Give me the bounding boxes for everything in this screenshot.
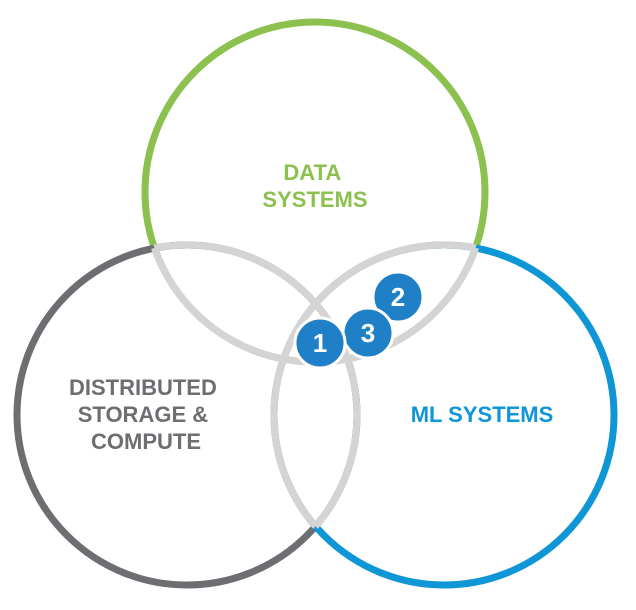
- data-systems-label-line1: DATA: [283, 160, 341, 185]
- distributed-label-line3: COMPUTE: [91, 429, 201, 454]
- overlap-arc-ml-in-dist: [270, 245, 357, 585]
- distributed-label: DISTRIBUTED STORAGE & COMPUTE: [69, 375, 223, 454]
- distributed-label-line1: DISTRIBUTED: [69, 375, 217, 400]
- badge-1-number: 1: [313, 328, 327, 358]
- ml-systems-label: ML SYSTEMS: [411, 402, 554, 427]
- overlap-arc-ml-in-data: [270, 241, 485, 362]
- badge-3: 3: [341, 306, 395, 360]
- distributed-label-line2: STORAGE &: [78, 402, 209, 427]
- overlap-arc-dist-in-ml: [274, 245, 361, 585]
- badge-2-number: 2: [391, 282, 405, 312]
- badge-1: 1: [293, 316, 347, 370]
- overlap-arcs: [141, 241, 489, 585]
- badge-2: 2: [371, 270, 425, 324]
- data-systems-label-line2: SYSTEMS: [262, 187, 367, 212]
- badge-3-number: 3: [361, 318, 375, 348]
- ml-systems-label-line1: ML SYSTEMS: [411, 402, 554, 427]
- data-systems-label: DATA SYSTEMS: [262, 160, 367, 212]
- overlap-arc-dist-in-data: [145, 241, 361, 362]
